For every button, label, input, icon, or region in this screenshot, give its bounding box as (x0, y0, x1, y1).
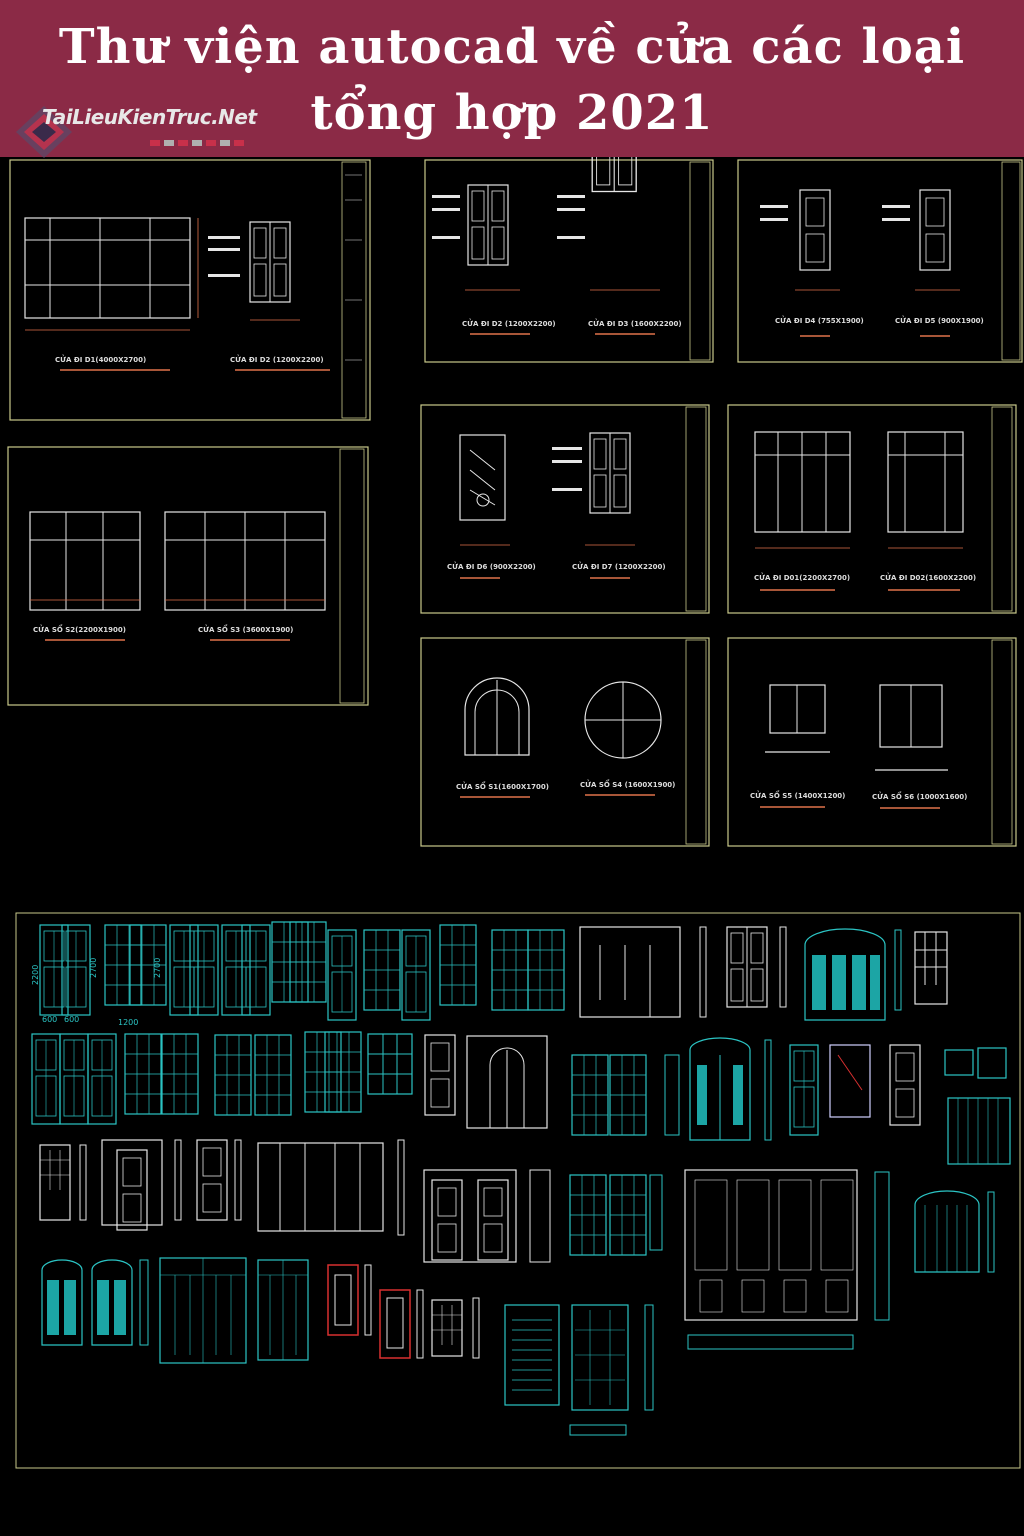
sheet1-label-2: CỬA ĐI D2 (1200X2200) (230, 354, 324, 364)
title-banner: TaiLieuKienTruc.Net Thư viện autocad về … (0, 0, 1024, 158)
title-line-1: Thư viện autocad về cửa các loại (58, 19, 966, 75)
sheet2-label-2: CỬA ĐI D3 (1600X2200) (588, 318, 682, 328)
sheet-window-s1-s4: CỬA SỔ S1(1600X1700) CỬA SỔ S4 (1600X190… (420, 637, 710, 847)
sheet6-label-1: CỬA ĐI D01(2200X2700) (754, 572, 850, 582)
page-title: Thư viện autocad về cửa các loại tổng hợ… (0, 14, 1024, 146)
dim-label-1: 2200 (31, 965, 40, 985)
sheet7-label-1: CỬA SỔ S1(1600X1700) (456, 781, 549, 791)
sheet7-label-2: CỬA SỔ S4 (1600X1900) (580, 779, 675, 789)
logo-text: TaiLieuKienTruc.Net (42, 105, 257, 129)
logo-bars-icon (150, 140, 244, 146)
sheet1-label-1: CỬA ĐI D1(4000X2700) (55, 354, 146, 364)
sheet-door-d6-d7: CỬA ĐI D6 (900X2200) CỬA ĐI D7 (1200X220… (420, 404, 710, 614)
sheet3-label-1: CỬA ĐI D4 (755X1900) (775, 315, 864, 325)
sheet8-label-2: CỬA SỔ S6 (1000X1600) (872, 791, 967, 801)
sheet-door-d4-d5: CỬA ĐI D4 (755X1900) CỬA ĐI D5 (900X1900… (737, 159, 1023, 363)
sheet-door-d1-d2: CỬA ĐI D1(4000X2700) CỬA ĐI D2 (1200X220… (9, 159, 371, 421)
dim-label-3: 2700 (153, 958, 162, 978)
sheet5-label-2: CỬA ĐI D7 (1200X2200) (572, 561, 666, 571)
sheet5-label-1: CỬA ĐI D6 (900X2200) (447, 561, 536, 571)
sheet3-label-2: CỬA ĐI D5 (900X1900) (895, 315, 984, 325)
dim-label-4: 600 (42, 1015, 57, 1024)
sheet-door-d2-d3: CỬA ĐI D2 (1200X2200) CỬA ĐI D3 (1600X22… (424, 157, 714, 363)
dim-label-6: 1200 (118, 1018, 138, 1027)
sheet8-label-1: CỬA SỔ S5 (1400X1200) (750, 790, 845, 800)
logo-icon (16, 106, 72, 158)
dim-label-2: 2700 (89, 958, 98, 978)
door-library-sheet: 2200 2700 2700 600 600 1200 (15, 912, 1021, 1469)
cad-drawing-canvas: CỬA ĐI D1(4000X2700) CỬA ĐI D2 (1200X220… (7, 157, 1023, 1469)
sheet-window-s2-s3: CỬA SỔ S2(2200X1900) CỬA SỔ S3 (3600X190… (7, 446, 369, 706)
sheet-window-s5-s6: CỬA SỔ S5 (1400X1200) CỬA SỔ S6 (1000X16… (727, 637, 1017, 847)
dim-label-5: 600 (64, 1015, 79, 1024)
sheet6-label-2: CỬA ĐI D02(1600X2200) (880, 572, 976, 582)
sheet2-label-1: CỬA ĐI D2 (1200X2200) (462, 318, 556, 328)
sheet4-label-2: CỬA SỔ S3 (3600X1900) (198, 624, 293, 634)
sheet-door-d01-d02: CỬA ĐI D01(2200X2700) CỬA ĐI D02(1600X22… (727, 404, 1017, 614)
sheet4-label-1: CỬA SỔ S2(2200X1900) (33, 624, 126, 634)
title-line-2: tổng hợp 2021 (310, 85, 714, 141)
